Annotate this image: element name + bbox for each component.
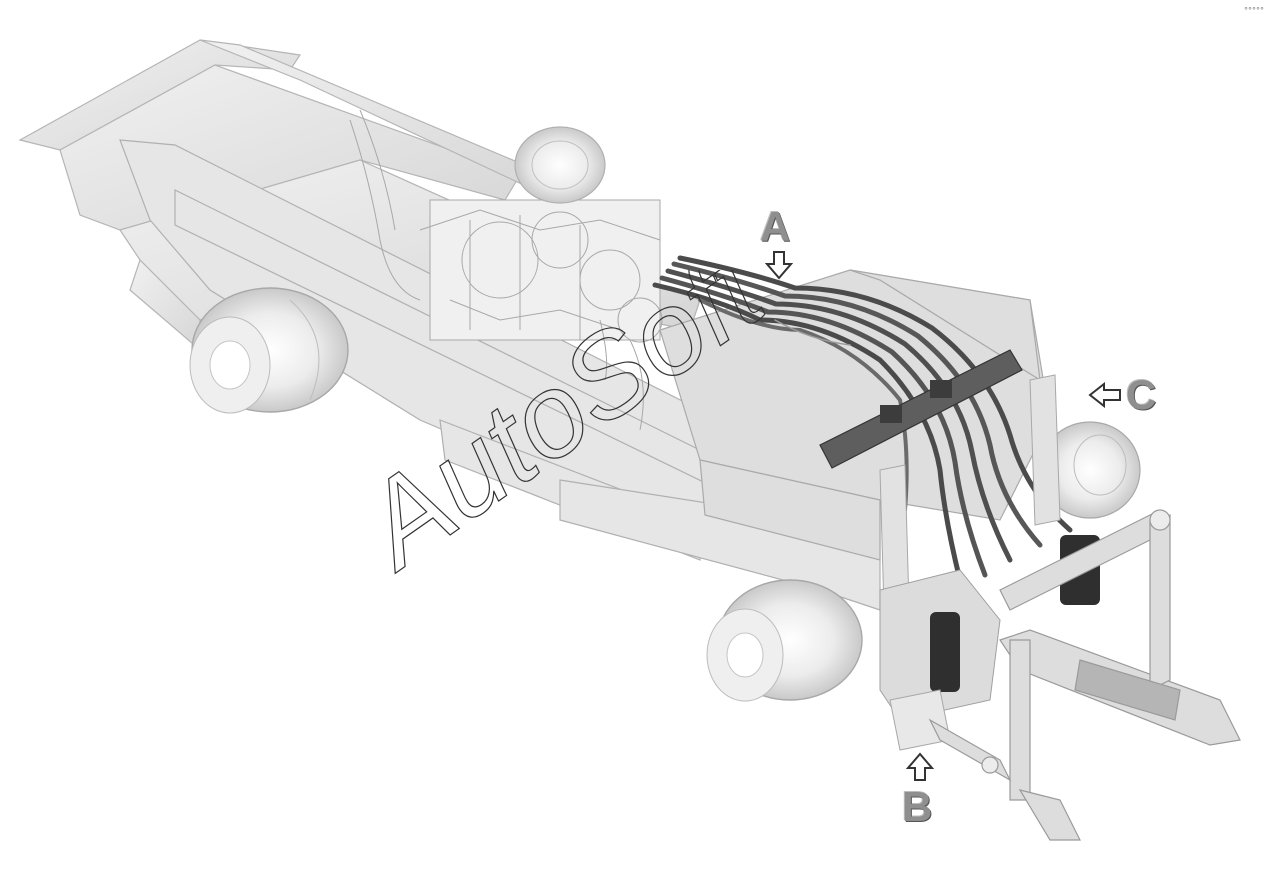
three-point-hitch	[928, 509, 1241, 841]
front-left-wheel	[189, 287, 349, 414]
left-arrow-icon	[1088, 382, 1121, 408]
hose-bracket-plate	[819, 349, 1023, 469]
down-arrow-icon	[765, 251, 793, 280]
watermark: AutoSoft	[380, 270, 790, 595]
front-right-wheel	[514, 126, 606, 204]
corner-mark: °°°°°	[1244, 6, 1264, 15]
watermark-text: AutoSoft	[380, 270, 789, 595]
rear-right-wheel	[1039, 421, 1141, 519]
rear-left-wheel	[706, 579, 863, 702]
hydraulic-hoses	[652, 255, 1073, 583]
callout-a-label: A	[760, 203, 791, 250]
transmission-assembly	[349, 109, 663, 431]
up-arrow-icon	[906, 752, 934, 781]
callout-c-label: C	[1126, 371, 1157, 418]
callout-b-label: B	[902, 783, 933, 830]
